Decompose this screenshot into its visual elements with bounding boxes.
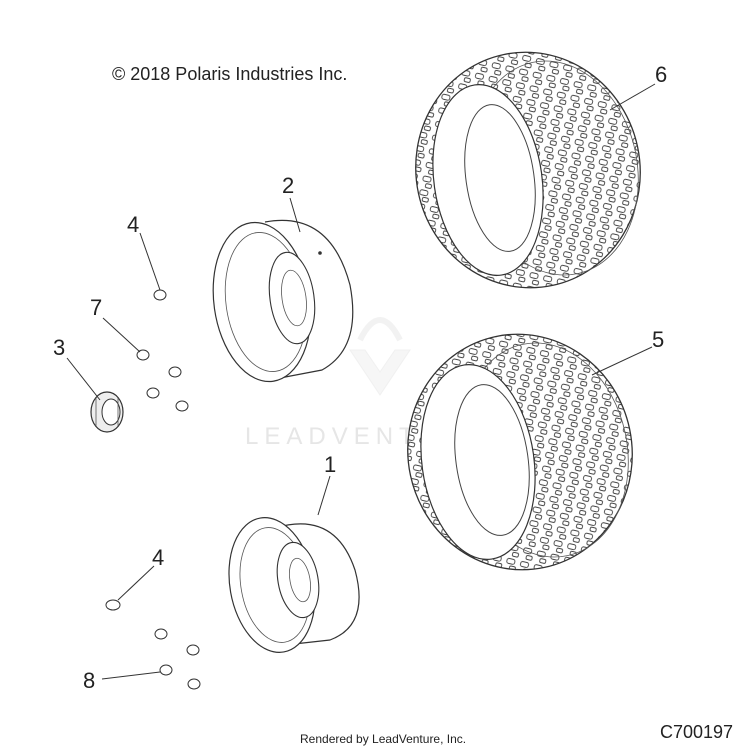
wheel-1 [228,517,360,653]
copyright-text: © 2018 Polaris Industries Inc. [112,64,347,84]
callout-7: 7 [90,295,102,320]
callout-1: 1 [324,452,336,477]
tire-6 [415,51,641,289]
tire-5 [407,333,633,571]
valve-stem-4-top [153,289,167,301]
callout-3: 3 [53,335,65,360]
valve-stem-4-bottom [105,599,121,611]
leader-lines [66,83,656,680]
callout-5: 5 [652,327,664,352]
callout-6: 6 [655,62,667,87]
callout-2: 2 [282,173,294,198]
rendered-by-text: Rendered by LeadVenture, Inc. [300,732,466,746]
hub-nut-3 [90,391,124,433]
callout-8: 8 [83,668,95,693]
callout-4-bottom: 4 [152,545,164,570]
callout-4-top: 4 [127,212,139,237]
wheel-2 [212,219,354,383]
diagram-code: C700197 [660,722,733,742]
lug-nuts-lower [154,628,201,690]
lug-nuts-upper [136,349,189,412]
watermark-logo [349,317,411,396]
